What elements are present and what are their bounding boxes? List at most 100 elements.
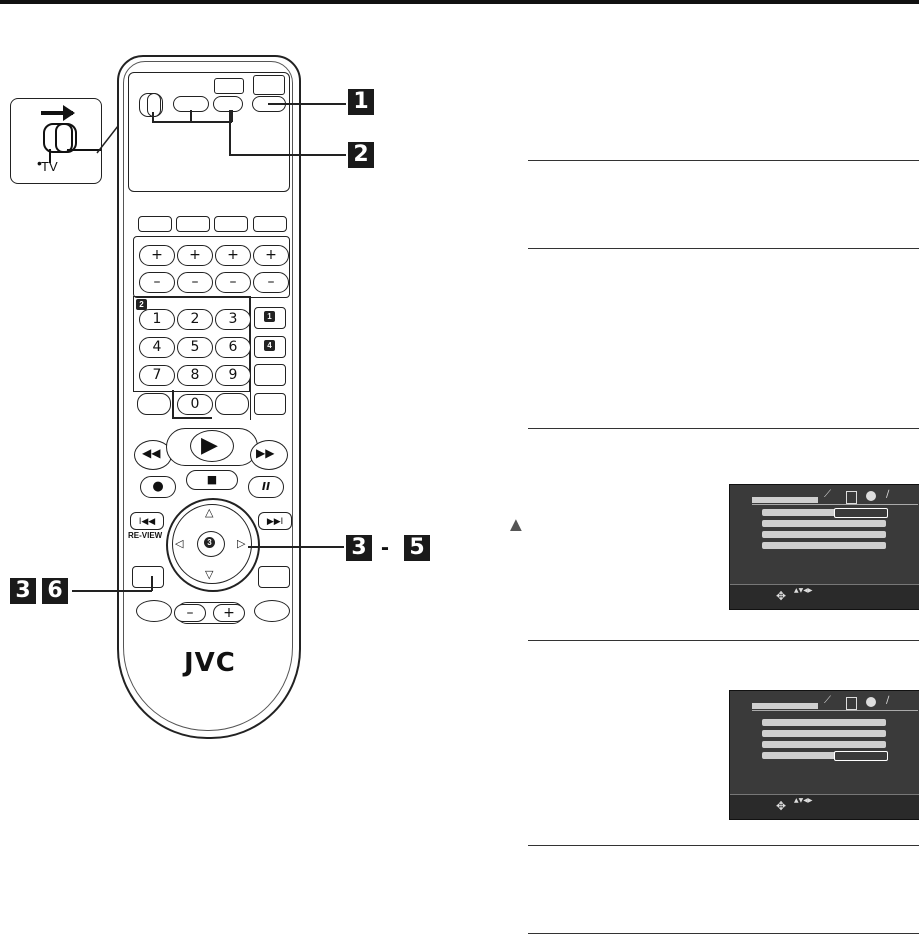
warning-icon: ▲ [506, 514, 526, 536]
stop-button[interactable]: ■ [186, 470, 238, 490]
menu-1-row-3[interactable] [762, 531, 886, 538]
plus-button-3[interactable]: + [215, 245, 251, 266]
number-key-6[interactable]: 6 [215, 337, 251, 358]
plus-button-2[interactable]: + [177, 245, 213, 266]
menu-2-tab-icon-1: ⟋ [824, 695, 831, 706]
plus-button-4[interactable]: + [253, 245, 289, 266]
skip-forward-button[interactable]: ▶▶I [258, 512, 292, 530]
menu-1-tab-icon-1: ⟋ [824, 489, 831, 500]
function-button-1[interactable] [138, 216, 172, 232]
section-rule-4 [528, 640, 919, 641]
minus-button-4[interactable]: – [253, 272, 289, 293]
fast-forward-button[interactable] [250, 440, 288, 470]
switch-tv-label: TV [41, 159, 58, 174]
number-key-7[interactable]: 7 [139, 365, 175, 386]
menu-2-tab-underline [752, 710, 918, 711]
number-key-4[interactable]: 4 [139, 337, 175, 358]
function-button-2[interactable] [176, 216, 210, 232]
leader-step3-5 [248, 546, 344, 548]
tv-switch[interactable] [147, 93, 161, 117]
remote-top-button-c[interactable] [214, 78, 244, 94]
leader-step2-horizontal [229, 154, 346, 156]
menu-1-row-1[interactable] [762, 509, 886, 516]
number-key-1[interactable]: 1 [139, 309, 175, 330]
brand-logo: JVC [184, 648, 236, 678]
function-button-3[interactable] [214, 216, 248, 232]
left-key-bottom[interactable] [137, 393, 171, 415]
minus-button-3[interactable]: – [215, 272, 251, 293]
zero-bracket-bottom [172, 417, 212, 419]
leader-step1 [268, 103, 346, 105]
lower-left-button[interactable] [136, 600, 172, 622]
section-rule-2 [528, 248, 919, 249]
pause-button[interactable]: II [248, 476, 284, 498]
arrow-right-icon[interactable]: ▷ [237, 538, 246, 550]
volume-down-button[interactable]: – [174, 604, 206, 622]
nav-ring-inner[interactable] [172, 504, 252, 584]
menu-2-tab-icon-4: ∕ [886, 695, 890, 706]
menu-2-arrow-hint: ▲▼◀▶ [794, 797, 813, 804]
step-range-dash: - [381, 534, 389, 561]
menu-1-footer: ✥ ▲▼◀▶ [730, 584, 919, 609]
skip-back-button[interactable]: I◀◀ [130, 512, 164, 530]
bracket-bottom [152, 121, 232, 123]
side-key-3[interactable] [254, 364, 286, 386]
record-button[interactable]: ● [140, 476, 176, 498]
switch-knob[interactable] [55, 123, 73, 153]
remote-inner-outline [123, 61, 293, 731]
menu-2-row-3[interactable] [762, 741, 886, 748]
step-3-badge: 3 [346, 535, 372, 561]
page-top-rule [0, 0, 919, 4]
menu-2-row-4[interactable] [762, 752, 886, 759]
number-key-8[interactable]: 8 [177, 365, 213, 386]
function-button-4[interactable] [253, 216, 287, 232]
bracket-left [152, 112, 154, 122]
side-key-2-badge: 4 [264, 340, 275, 351]
step-3-badge-secondary: 3 [10, 578, 36, 604]
menu-2-row-4-selected[interactable] [834, 751, 888, 761]
tv-switch-inset: • TV [10, 98, 102, 184]
lower-right-button[interactable] [254, 600, 290, 622]
side-key-4[interactable] [254, 393, 286, 415]
arrow-down-icon[interactable]: ▽ [205, 569, 214, 581]
leader-step3-6-vertical [151, 576, 153, 591]
arrow-left-icon[interactable]: ◁ [175, 538, 184, 550]
number-key-9[interactable]: 9 [215, 365, 251, 386]
ok-step-badge: 3 [204, 537, 215, 548]
volume-up-button[interactable]: + [213, 604, 245, 622]
menu-1-nav-icon: ✥ [776, 589, 787, 603]
menu-1-arrow-hint: ▲▼◀▶ [794, 587, 813, 594]
remote-top-button-b[interactable] [213, 96, 243, 112]
plus-button-1[interactable]: + [139, 245, 175, 266]
menu-1-row-1-selected[interactable] [834, 508, 888, 518]
menu-1-row-2[interactable] [762, 520, 886, 527]
switch-arrow-bar [41, 111, 73, 115]
leader-step2-vertical [229, 110, 231, 155]
menu-1-tab-highlight [752, 497, 818, 503]
right-key-bottom[interactable] [215, 393, 249, 415]
number-key-0[interactable]: 0 [177, 394, 213, 415]
play-button[interactable] [190, 430, 234, 462]
section-rule-5 [528, 845, 919, 846]
menu-2-row-2[interactable] [762, 730, 886, 737]
menu-1-tab-icon-4: ∕ [886, 489, 890, 500]
section-rule-1 [528, 160, 919, 161]
menu-2-row-1[interactable] [762, 719, 886, 726]
rewind-button[interactable] [134, 440, 172, 470]
number-key-2[interactable]: 2 [177, 309, 213, 330]
review-label: RE-VIEW [128, 531, 163, 540]
menu-button[interactable] [132, 566, 164, 588]
menu-1-row-4[interactable] [762, 542, 886, 549]
minus-button-1[interactable]: – [139, 272, 175, 293]
menu-2-tab-icon-3 [866, 697, 876, 707]
minus-button-2[interactable]: – [177, 272, 213, 293]
menu-1-tab-underline [752, 504, 918, 505]
arrow-up-icon[interactable]: △ [205, 507, 214, 519]
remote-top-button-d[interactable] [253, 75, 285, 95]
number-pad-step-badge: 2 [136, 299, 147, 310]
number-key-5[interactable]: 5 [177, 337, 213, 358]
right-lower-button[interactable] [258, 566, 290, 588]
switch-base-line [67, 149, 101, 151]
switch-dot: • [37, 155, 42, 171]
number-key-3[interactable]: 3 [215, 309, 251, 330]
